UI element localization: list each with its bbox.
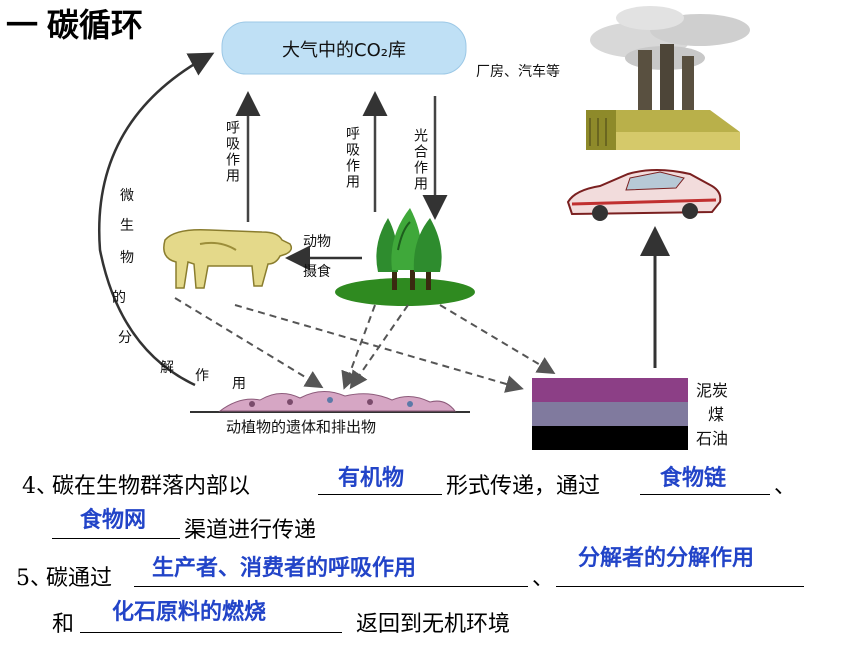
q4-blank1[interactable] [318,494,442,495]
factory-icon [586,6,750,150]
q5-blank2[interactable] [556,586,804,587]
q4-answer2: 食物链 [660,466,727,491]
microbe-decomposition-char: 物 [120,250,134,266]
q4-answer1: 有机物 [338,466,405,491]
photosynthesis-label: 光合作用 [412,128,428,192]
trees-icon [335,208,475,306]
q4-blank3[interactable] [52,538,180,539]
q5-and: 和 [52,612,75,637]
respiration-mid-label: 呼吸作用 [344,126,360,190]
remains-pile-icon [190,391,470,413]
q5-answer2: 分解者的分解作用 [578,546,755,571]
cow-icon [163,228,293,289]
microbe-decomposition-char: 微 [120,188,134,204]
page-title: 一 碳循环 [6,7,143,43]
q5-blank3[interactable] [80,632,342,633]
microbe-decomposition-char: 生 [120,218,134,234]
factory-label: 厂房、汽车等 [476,63,560,80]
animal-intake-line2: 摄食 [303,263,331,280]
q5-text1: 碳通过 [46,566,113,591]
question-5-cont: 和 化石原料的燃烧 返回到无机环境 [0,596,860,641]
q4-separator: 、 [774,474,797,499]
microbe-decomposition-char: 解 [160,360,174,376]
q5-blank1[interactable] [134,586,528,587]
animal-intake-line1: 动物 [303,234,331,250]
q5-answer3: 化石原料的燃烧 [112,600,267,625]
q4-text3: 渠道进行传递 [184,518,317,543]
atmosphere-label: 大气中的CO₂库 [282,40,406,61]
microbe-decomposition-char: 作 [195,368,209,384]
q4-answer3: 食物网 [80,508,147,533]
q5-separator: 、 [532,566,555,591]
atmosphere-co2-pool: 大气中的CO₂库 [221,21,467,75]
remains-label: 动植物的遗体和排出物 [226,418,376,436]
q5-answer1: 生产者、消费者的呼吸作用 [152,556,417,581]
fossil-coal-label: 煤 [708,405,724,424]
fossil-oil-label: 石油 [696,429,728,448]
microbe-decomposition-char: 用 [232,376,246,392]
microbe-decomposition-label: 微生物的分解作用 [112,188,246,392]
q5-text2: 返回到无机环境 [356,612,511,637]
question-4: 4、 碳在生物群落内部以 有机物 形式传递，通过 食物链 、 [0,458,860,503]
q4-text1: 碳在生物群落内部以 [52,474,251,499]
fossil-fuel-layers [532,378,688,450]
carbon-cycle-diagram: 一 碳循环 大气中的CO₂库 厂房、汽车等 呼吸作用 呼吸作用 [6,6,750,450]
question-4-cont: 食物网 渠道进行传递 [0,502,860,547]
microbe-decomposition-char: 的 [112,290,126,306]
fossil-peat-label: 泥炭 [696,381,728,400]
q4-blank2[interactable] [640,494,770,495]
q5-number: 5、 [16,566,52,591]
q4-number: 4、 [22,474,58,499]
question-5: 5、 碳通过 生产者、消费者的呼吸作用 、 分解者的分解作用 [0,546,860,595]
q4-text2: 形式传递，通过 [446,474,601,499]
microbe-decomposition-char: 分 [118,330,132,346]
respiration-left-label: 呼吸作用 [224,120,240,184]
car-icon [566,169,722,221]
